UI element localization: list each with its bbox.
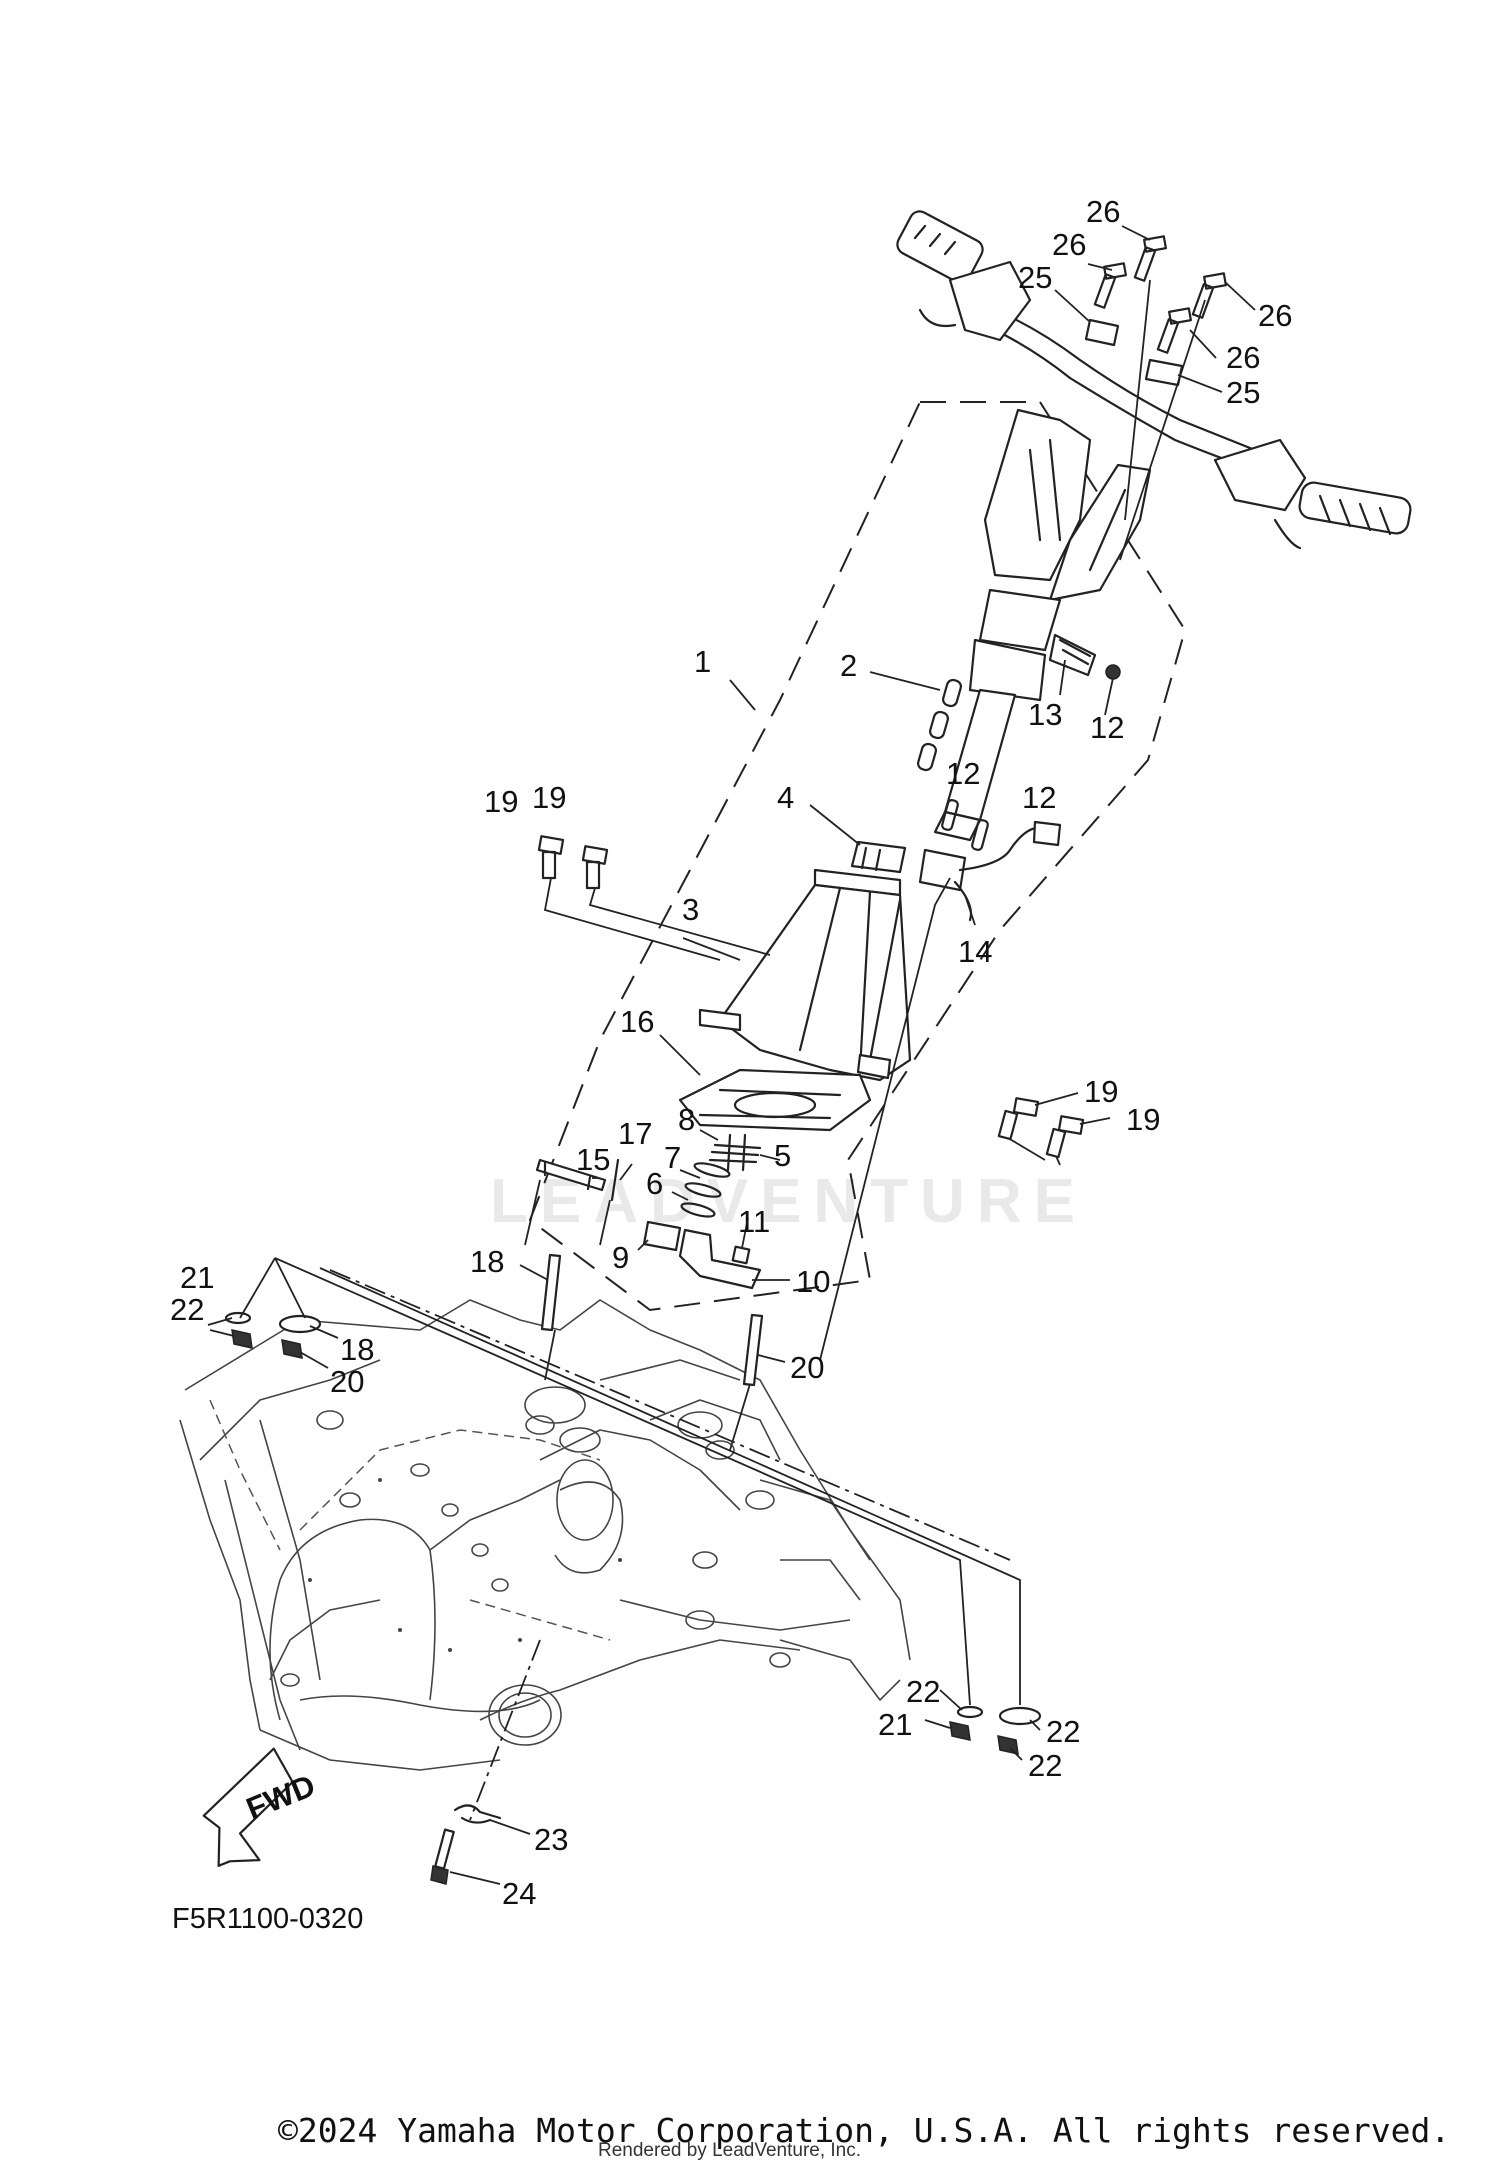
bolt-part-24 [430,1828,455,1885]
bolts-26-clamps-25 [1084,235,1227,387]
callout-2: 2 [840,648,857,683]
callout-22: 22 [1028,1748,1062,1783]
fwd-arrow-icon: FWD [202,1747,320,1867]
sensor-part-14 [918,799,1062,922]
callout-20: 20 [330,1364,364,1399]
callout-22: 22 [906,1674,940,1709]
callout-22: 22 [170,1292,204,1327]
washers-nuts-left [224,1311,322,1359]
bolts-19 [537,835,1085,1159]
callout-13: 13 [1028,697,1062,732]
callout-25: 25 [1226,375,1260,410]
callout-16: 16 [620,1004,654,1039]
callout-26: 26 [1226,340,1260,375]
callout-1: 1 [694,644,711,679]
callout-22: 22 [1046,1714,1080,1749]
callout-6: 6 [646,1166,663,1201]
callout-18: 18 [470,1244,504,1279]
bracket-part-10 [678,1228,762,1290]
callout-19: 19 [1126,1102,1160,1137]
callout-21: 21 [180,1260,214,1295]
callout-12: 12 [1022,780,1056,815]
callout-26: 26 [1258,298,1292,333]
callout-14: 14 [958,934,992,969]
callout-17: 17 [618,1116,652,1151]
callout-8: 8 [678,1102,695,1137]
callout-5: 5 [774,1138,791,1173]
installation-lines [239,279,1206,1821]
hull-frame-drawing [179,1299,911,1771]
callout-4: 4 [777,780,794,815]
stud-part-18-left [540,1253,562,1332]
callout-12: 12 [1090,710,1124,745]
callout-10: 10 [796,1264,830,1299]
callout-26: 26 [1086,194,1120,229]
drawing-code: F5R1100-0320 [172,1903,363,1935]
callout-9: 9 [612,1240,629,1275]
mount-housing-part-3 [698,868,912,1082]
pin-part-17 [610,1158,620,1202]
callout-18: 18 [340,1332,374,1367]
callout-25: 25 [1018,260,1052,295]
callout-24: 24 [502,1876,536,1911]
washers-nuts-right [949,1705,1042,1755]
clip-part-23 [453,1804,502,1824]
callout-26: 26 [1052,227,1086,262]
callout-19: 19 [532,780,566,815]
callout-19: 19 [484,784,518,819]
spring-stack [680,1133,762,1218]
callout-7: 7 [664,1140,681,1175]
callout-21: 21 [878,1707,912,1742]
callout-19: 19 [1084,1074,1118,1109]
callout-leaders [207,225,1256,1885]
callout-3: 3 [682,892,699,927]
handlebar [896,210,1412,550]
copyright-notice: ©2024 Yamaha Motor Corporation, U.S.A. A… [278,2111,1450,2150]
nut-part-11 [731,1245,751,1265]
callout-15: 15 [576,1142,610,1177]
stud-part-18-right [742,1313,764,1387]
gasket-part-16 [678,1068,872,1132]
assembly-outline-upper [528,401,1187,1312]
callout-23: 23 [534,1822,568,1857]
callout-12: 12 [946,756,980,791]
rendered-by-credit: Rendered by LeadVenture, Inc. [598,2140,861,2161]
bracket-part-9 [642,1220,682,1252]
screw-12-upper [1105,664,1121,680]
callout-20: 20 [790,1350,824,1385]
callout-11: 11 [738,1204,770,1239]
